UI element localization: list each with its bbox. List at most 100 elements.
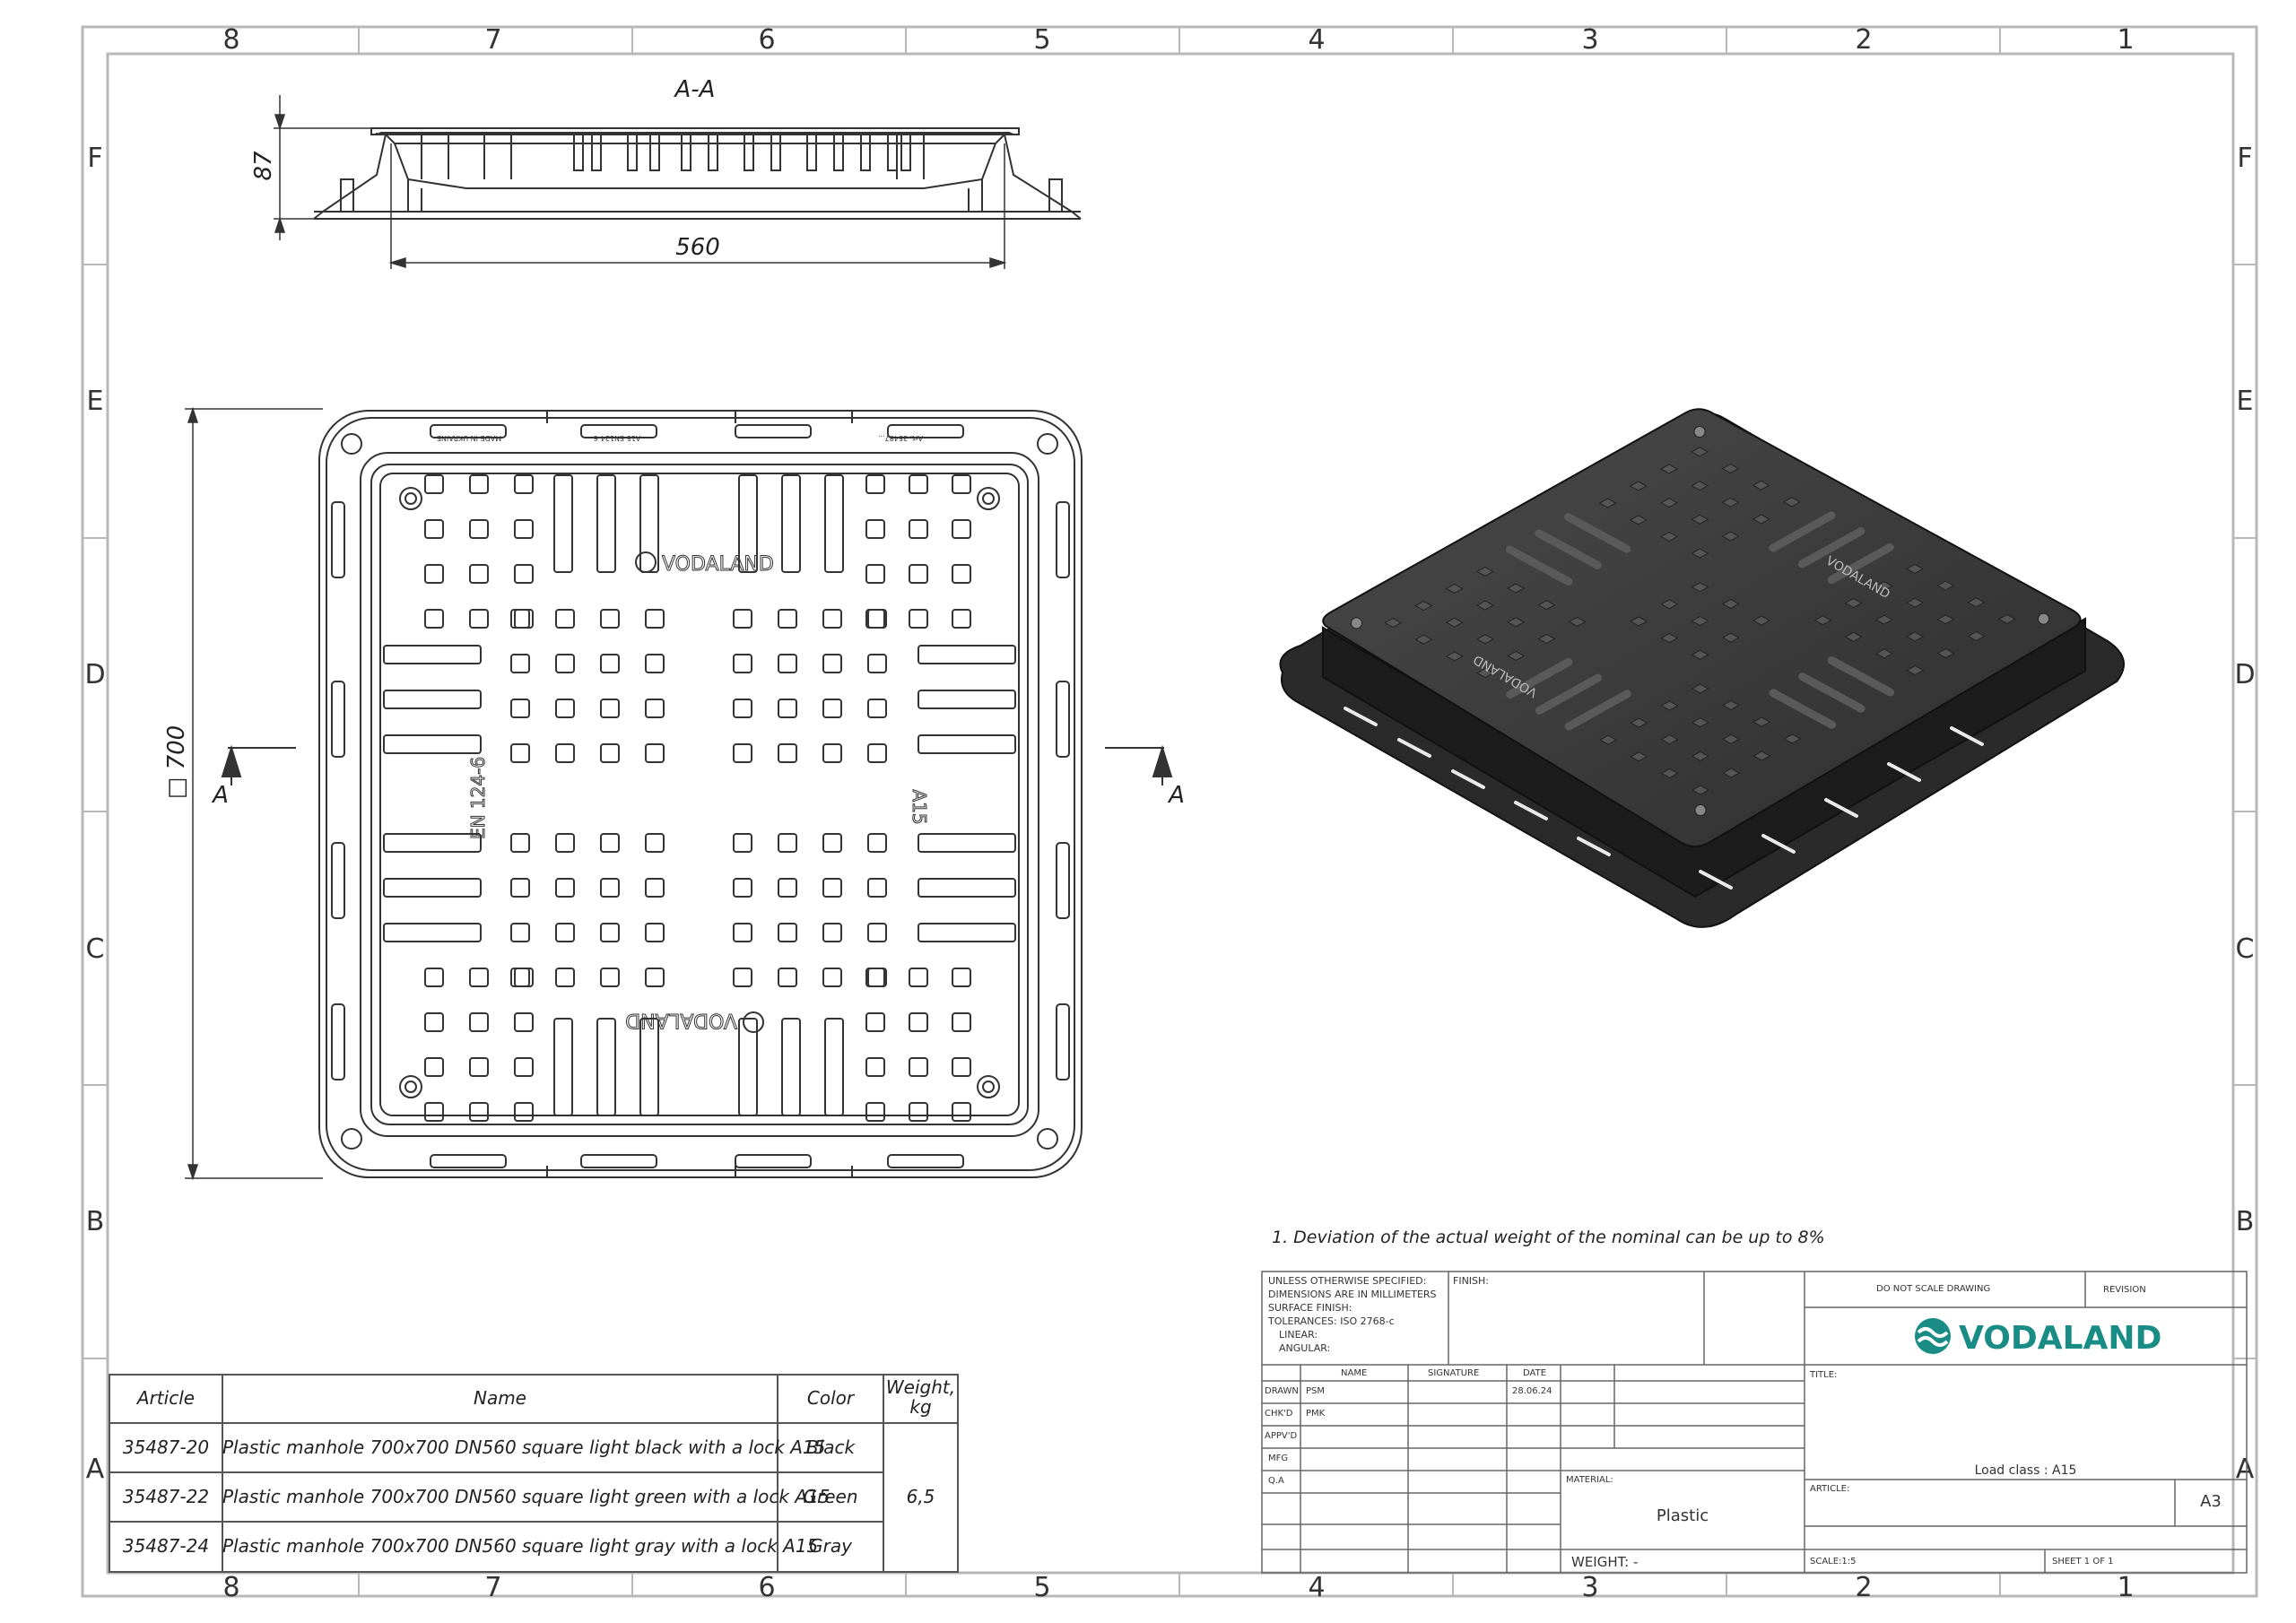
plan-square: [778, 833, 797, 853]
plan-square: [909, 609, 928, 629]
plan-flange-slot: [1056, 681, 1070, 758]
zone-col-bottom-4: 4: [1308, 1572, 1325, 1603]
plan-square: [952, 519, 971, 539]
zone-row-left-E: E: [87, 386, 104, 417]
iso-stud: [1660, 700, 1679, 711]
bom-row-1-article: 35487-20: [122, 1436, 210, 1458]
tb-checked-by: PMK: [1306, 1409, 1326, 1419]
iso-stud: [1752, 615, 1770, 626]
iso-stud: [1475, 566, 1494, 577]
plan-square: [867, 968, 887, 987]
section-label: A-A: [674, 76, 716, 103]
tb-spec-5: LINEAR:: [1279, 1329, 1318, 1341]
plan-square: [865, 519, 885, 539]
plan-square: [514, 1102, 534, 1122]
iso-stud: [1874, 648, 1893, 659]
tb-drawn-by: PSM: [1306, 1386, 1326, 1396]
plan-corner-hole: [1037, 1128, 1058, 1150]
iso-stud: [1752, 480, 1770, 490]
zone-col-top-7: 7: [484, 24, 501, 56]
iso-stud: [1691, 447, 1709, 457]
zone-col-top-2: 2: [1855, 24, 1872, 56]
iso-stud: [1691, 751, 1709, 761]
plan-slot-horizontal: [918, 690, 1016, 709]
plan-slot-vertical: [596, 474, 616, 573]
section-rib: [770, 134, 781, 171]
tb-spec-4: TOLERANCES: ISO 2768-c: [1268, 1315, 1395, 1327]
dim-height: [274, 95, 377, 240]
plan-square: [822, 699, 842, 718]
iso-stud: [1722, 768, 1741, 778]
tb-approved-label: APPV'D: [1265, 1431, 1298, 1441]
plan-square: [952, 1102, 971, 1122]
zone-row-left-C: C: [86, 933, 105, 965]
iso-stud: [1691, 548, 1709, 559]
plan-square: [555, 923, 575, 942]
section-rib: [573, 134, 584, 171]
iso-flange-slot: [1397, 738, 1431, 758]
iso-rib: [1769, 511, 1836, 552]
bom-header-name: Name: [473, 1387, 526, 1409]
iso-stud: [1967, 630, 1986, 642]
iso-stud: [1568, 616, 1587, 627]
plan-square: [645, 878, 665, 898]
bom-header-article: Article: [136, 1387, 196, 1409]
plan-square: [778, 699, 797, 718]
plan-square: [865, 564, 885, 584]
dim-plan-size-value: □ 700: [163, 725, 190, 799]
plan-square: [909, 1057, 928, 1077]
plan-slot-horizontal: [383, 833, 482, 853]
plan-slot-vertical: [639, 1018, 659, 1116]
dim-width: [388, 143, 1007, 269]
plan-square: [822, 609, 842, 629]
plan-square: [555, 833, 575, 853]
zone-row-left-B: B: [86, 1206, 105, 1237]
plan-square: [555, 654, 575, 673]
plan-slot-horizontal: [918, 734, 1016, 754]
plan-flange-slot: [580, 1154, 657, 1168]
tb-do-not-scale: DO NOT SCALE DRAWING: [1876, 1284, 1991, 1294]
plan-square: [645, 743, 665, 763]
cut-label-left: A: [211, 782, 229, 809]
plan-square: [600, 699, 620, 718]
plan-square: [733, 968, 752, 987]
plan-square: [510, 743, 530, 763]
plan-square: [778, 878, 797, 898]
bom-header-weight: Weight, kg: [885, 1376, 956, 1418]
zone-row-left-D: D: [84, 659, 105, 690]
plan-square: [555, 609, 575, 629]
cut-label-right: A: [1167, 782, 1185, 809]
iso-stud: [1660, 531, 1679, 542]
tb-qa-label: Q.A: [1268, 1476, 1284, 1486]
section-rib: [806, 134, 817, 171]
plan-mark-class: A15: [909, 789, 930, 824]
plan-square: [778, 743, 797, 763]
tb-material-value: Plastic: [1656, 1506, 1709, 1525]
iso-stud: [1721, 700, 1740, 711]
iso-flange-slot: [1577, 837, 1611, 856]
iso-stud: [1874, 614, 1893, 625]
zone-ticks: [83, 27, 2257, 1596]
iso-rib: [1564, 513, 1631, 553]
plan-square: [909, 474, 928, 494]
iso-stud: [1691, 481, 1709, 491]
iso-stud: [1629, 481, 1648, 491]
bom-header-color: Color: [806, 1387, 855, 1409]
plan-square: [600, 878, 620, 898]
plan-square: [778, 923, 797, 942]
iso-stud: [1752, 751, 1771, 761]
iso-stud: [1445, 651, 1464, 662]
iso-flange-slot: [1344, 707, 1378, 726]
plan-square: [909, 1012, 928, 1032]
plan-bolt-hole: [399, 1075, 422, 1098]
iso-stud: [1630, 616, 1648, 627]
iso-stud: [1630, 717, 1648, 728]
iso-flange-slot: [1950, 726, 1984, 746]
iso-stud: [1414, 634, 1433, 645]
iso-rib: [1797, 527, 1866, 568]
weight-note: 1. Deviation of the actual weight of the…: [1272, 1228, 1825, 1247]
iso-stud: [1660, 599, 1679, 610]
iso-stud: [1475, 667, 1495, 679]
iso-bolt: [2038, 612, 2050, 625]
dim-plan-size: [185, 406, 323, 1181]
